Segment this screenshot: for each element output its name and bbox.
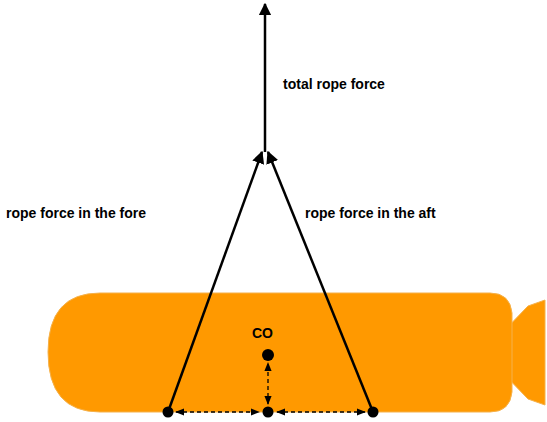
co-point: [262, 349, 274, 361]
point-label: CO: [252, 325, 273, 342]
total-force-arrow: [264, 4, 267, 152]
fore-rope-arrow: [168, 152, 262, 412]
fore-distance: [176, 411, 259, 412]
mid-point: [263, 407, 274, 418]
torpedo-body: [48, 293, 512, 412]
aft-rope-arrow: [268, 152, 373, 412]
aft-attach-point: [368, 407, 379, 418]
vertical-distance: [267, 363, 268, 404]
force-label: rope force in the fore: [6, 205, 146, 222]
force-label: total rope force: [283, 76, 385, 93]
fore-attach-point: [163, 407, 174, 418]
force-label: rope force in the aft: [305, 205, 436, 222]
aft-distance: [277, 411, 365, 412]
